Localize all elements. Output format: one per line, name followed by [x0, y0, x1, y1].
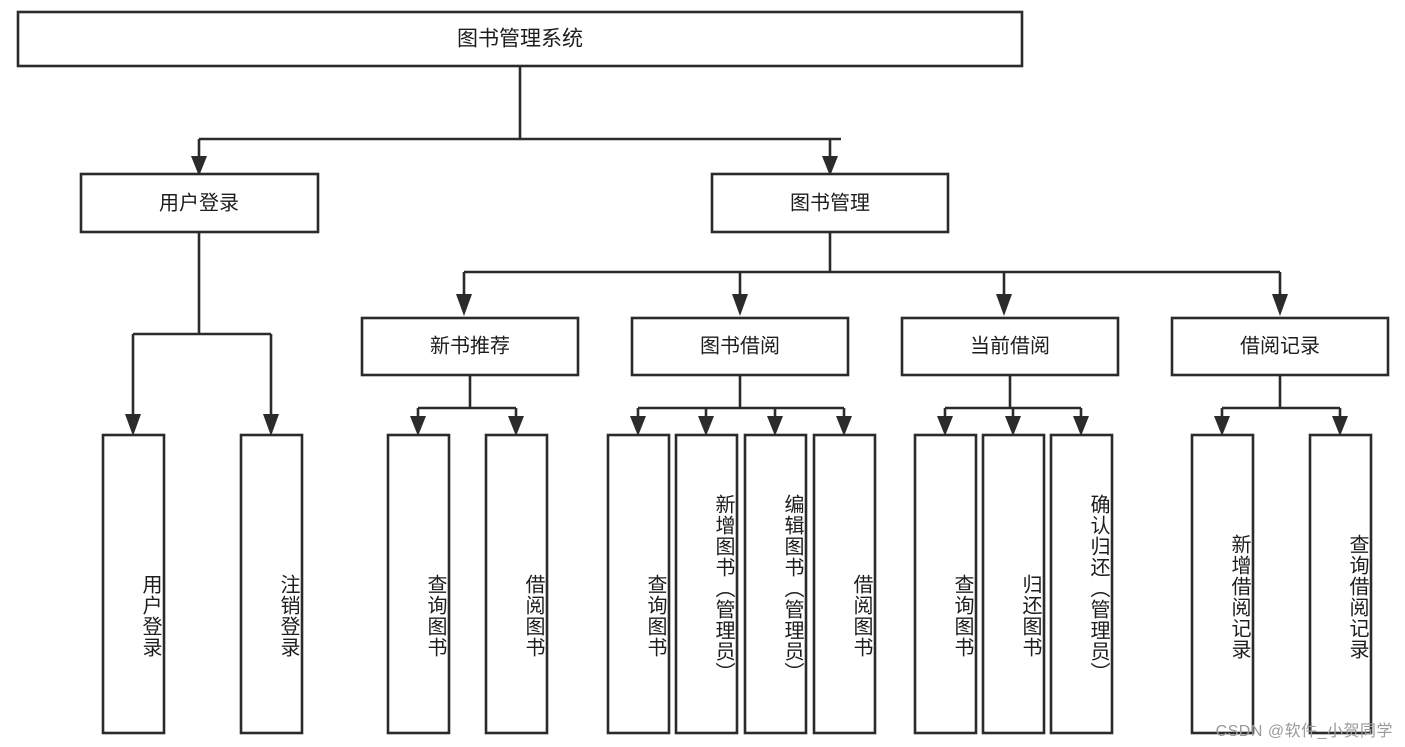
node-new-book-recommend[interactable]: 新书推荐 — [360, 316, 580, 377]
node-borrow-record-label: 借阅记录 — [1240, 334, 1320, 357]
leaf-add-record-box[interactable] — [1190, 433, 1255, 735]
edges-book-manage-to-level3 — [456, 232, 1288, 316]
leaf-query-book-2-box[interactable] — [606, 433, 671, 735]
arrow-to-leaf-query-book-3 — [937, 416, 953, 436]
leaf-query-record-box[interactable] — [1308, 433, 1373, 735]
leaf-query-book-3-box[interactable] — [913, 433, 978, 735]
arrow-to-leaf-return-book — [1005, 416, 1021, 436]
leaf-confirm-return-box[interactable] — [1049, 433, 1114, 735]
node-borrow-record-box[interactable] — [1170, 316, 1390, 377]
leaf-add-book-box[interactable] — [674, 433, 739, 735]
edges-book-borrow-to-leaves — [630, 375, 852, 436]
leaf-borrow-book-1-box[interactable] — [484, 433, 549, 735]
leaf-boxes — [101, 433, 1373, 735]
node-book-manage-label: 图书管理 — [790, 191, 870, 214]
node-current-borrow[interactable]: 当前借阅 — [900, 316, 1120, 377]
node-user-login[interactable]: 用户登录 — [79, 172, 320, 234]
arrow-to-leaf-query-book-2 — [630, 416, 646, 436]
arrow-to-leaf-borrow-book-2 — [836, 416, 852, 436]
node-root-box[interactable] — [16, 10, 1024, 68]
edges-root-to-level2 — [191, 66, 841, 176]
leaf-return-book-box[interactable] — [981, 433, 1046, 735]
node-book-borrow[interactable]: 图书借阅 — [630, 316, 850, 377]
arrow-to-leaf-query-record — [1332, 416, 1348, 436]
node-book-manage-box[interactable] — [710, 172, 950, 234]
edges-new-book-to-leaves — [410, 375, 524, 436]
arrow-to-leaf-logout-login — [263, 414, 279, 436]
edges-current-borrow-to-leaves — [937, 375, 1089, 436]
arrow-to-leaf-add-record — [1214, 416, 1230, 436]
arrow-to-leaf-query-book-1 — [410, 416, 426, 436]
leaf-borrow-book-2-box[interactable] — [812, 433, 877, 735]
arrow-to-leaf-confirm-return — [1073, 416, 1089, 436]
arrow-to-leaf-borrow-book-1 — [508, 416, 524, 436]
leaf-logout-login-box[interactable] — [239, 433, 304, 735]
node-root[interactable]: 图书管理系统 — [16, 10, 1024, 68]
node-book-manage[interactable]: 图书管理 — [710, 172, 950, 234]
arrow-to-current-borrow — [996, 294, 1012, 316]
arrow-to-book-manage — [822, 156, 838, 176]
node-new-book-recommend-box[interactable] — [360, 316, 580, 377]
csdn-watermark: CSDN @软件_小贺同学 — [1215, 723, 1393, 740]
arrow-to-new-book-recommend — [456, 294, 472, 316]
leaf-query-book-1-box[interactable] — [386, 433, 451, 735]
leaf-user-login-box[interactable] — [101, 433, 166, 735]
node-new-book-recommend-label: 新书推荐 — [430, 334, 510, 357]
arrow-to-borrow-record — [1272, 294, 1288, 316]
arrow-to-book-borrow — [732, 294, 748, 316]
node-borrow-record[interactable]: 借阅记录 — [1170, 316, 1390, 377]
node-root-label: 图书管理系统 — [457, 28, 583, 51]
arrow-to-leaf-user-login — [125, 414, 141, 436]
arrow-to-leaf-edit-book — [767, 416, 783, 436]
node-current-borrow-label: 当前借阅 — [970, 334, 1050, 357]
node-book-borrow-box[interactable] — [630, 316, 850, 377]
arrow-to-leaf-add-book — [698, 416, 714, 436]
node-user-login-label: 用户登录 — [159, 191, 239, 214]
node-current-borrow-box[interactable] — [900, 316, 1120, 377]
edges-user-login-to-leaves — [125, 232, 279, 436]
node-book-borrow-label: 图书借阅 — [700, 334, 780, 357]
leaf-edit-book-box[interactable] — [743, 433, 808, 735]
arrow-to-user-login — [191, 156, 207, 176]
edges-borrow-record-to-leaves — [1214, 375, 1348, 436]
node-user-login-box[interactable] — [79, 172, 320, 234]
